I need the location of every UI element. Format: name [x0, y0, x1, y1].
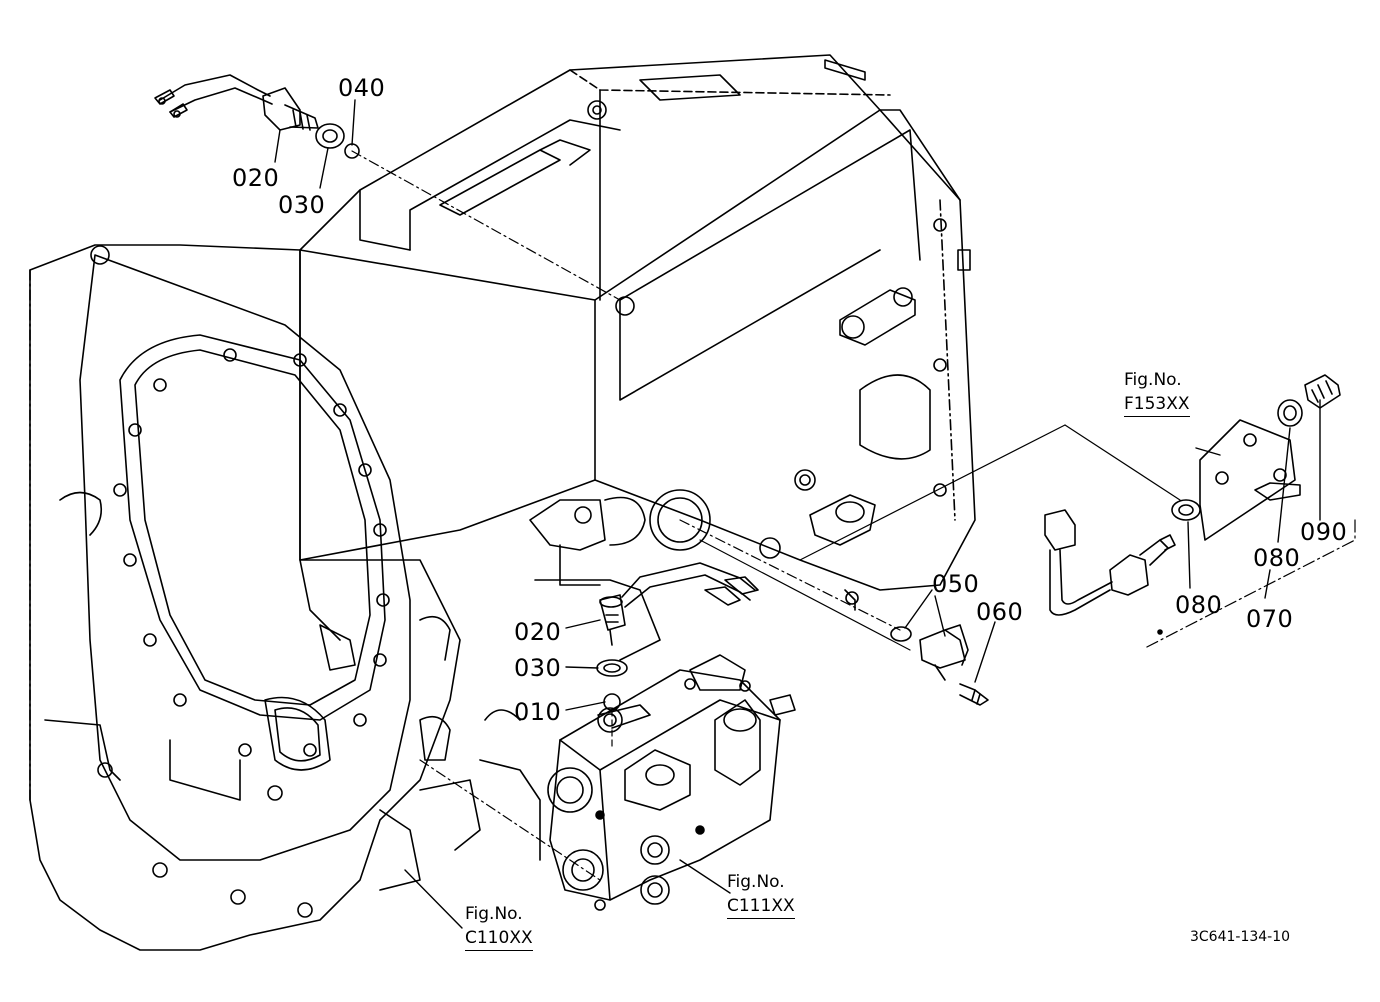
callout-leaders	[274, 99, 1321, 929]
housing-side-features	[529, 287, 931, 661]
housing-front-flange	[29, 244, 541, 951]
part-label-010[interactable]: 010	[514, 698, 562, 726]
figure-ref-f153xx[interactable]: Fig.No. F153XX	[1124, 368, 1190, 417]
part-label-030-lower[interactable]: 030	[514, 654, 562, 682]
control-valve-block	[547, 654, 796, 911]
figure-ref-prefix: Fig.No.	[1124, 370, 1182, 390]
pressure-switch-assembly	[1044, 374, 1341, 635]
figure-ref-c111xx[interactable]: Fig.No. C111XX	[727, 870, 795, 919]
part-label-090[interactable]: 090	[1300, 518, 1348, 546]
lower-switch-assembly	[596, 562, 759, 711]
part-label-030-upper[interactable]: 030	[278, 191, 326, 219]
assembly-center-lines	[351, 150, 1356, 881]
figure-ref-code: C111XX	[727, 894, 795, 919]
part-label-040[interactable]: 040	[338, 74, 386, 102]
speed-sensor-assembly	[890, 624, 989, 706]
figure-ref-c110xx[interactable]: Fig.No. C110XX	[465, 902, 533, 951]
figure-ref-prefix: Fig.No.	[465, 904, 523, 924]
part-label-070[interactable]: 070	[1246, 605, 1294, 633]
housing-upper-body	[299, 54, 976, 591]
part-label-080-upper[interactable]: 080	[1253, 544, 1301, 572]
upper-switch-assembly	[154, 74, 360, 159]
part-label-080-lower[interactable]: 080	[1175, 591, 1223, 619]
part-label-020-upper[interactable]: 020	[232, 164, 280, 192]
figure-ref-code: C110XX	[465, 926, 533, 951]
part-label-050[interactable]: 050	[932, 570, 980, 598]
figure-ref-code: F153XX	[1124, 392, 1190, 417]
drawing-code: 3C641-134-10	[1190, 929, 1291, 945]
figure-ref-prefix: Fig.No.	[727, 872, 785, 892]
part-label-060[interactable]: 060	[976, 598, 1024, 626]
part-label-020-lower[interactable]: 020	[514, 618, 562, 646]
